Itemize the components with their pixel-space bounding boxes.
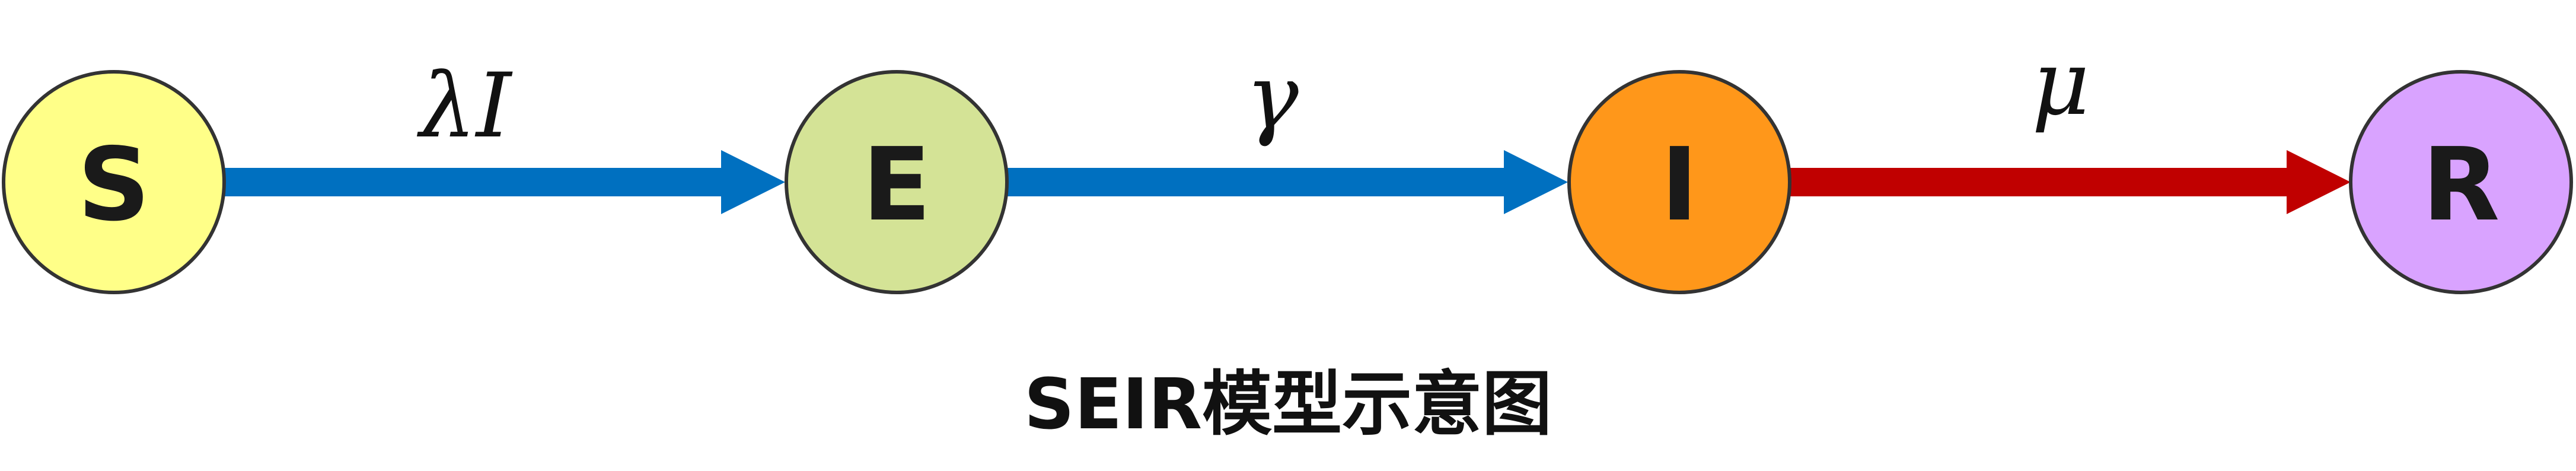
node-r-circle <box>2349 70 2573 294</box>
edge-i-to-r: μ <box>1788 32 2351 214</box>
node-e: E <box>785 70 1009 294</box>
node-i-label: I <box>1660 126 1698 244</box>
node-r: R <box>2349 70 2573 294</box>
node-s: S <box>2 70 226 294</box>
node-i-circle <box>1567 70 1791 294</box>
edge-s-to-e: λI <box>224 55 785 214</box>
edge-e-i-arrowhead <box>1504 150 1568 214</box>
node-i: I <box>1567 70 1791 294</box>
node-s-label: S <box>78 126 150 244</box>
diagram-title: SEIR模型示意图 <box>1024 363 1552 445</box>
edge-s-e-arrowhead <box>721 150 785 214</box>
edge-e-i-shaft <box>1006 168 1505 196</box>
node-r-label: R <box>2422 126 2500 244</box>
edge-e-i-label: γ <box>1245 46 1299 149</box>
node-e-circle <box>785 70 1009 294</box>
edge-i-r-shaft <box>1788 168 2288 196</box>
edge-s-e-label: λI <box>417 55 513 158</box>
edge-i-r-arrowhead <box>2287 150 2351 214</box>
edge-s-e-shaft <box>224 168 723 196</box>
edge-i-r-label: μ <box>2032 32 2090 135</box>
node-s-circle <box>2 70 226 294</box>
node-e-label: E <box>862 126 931 244</box>
edge-e-to-i: γ <box>1006 46 1568 214</box>
